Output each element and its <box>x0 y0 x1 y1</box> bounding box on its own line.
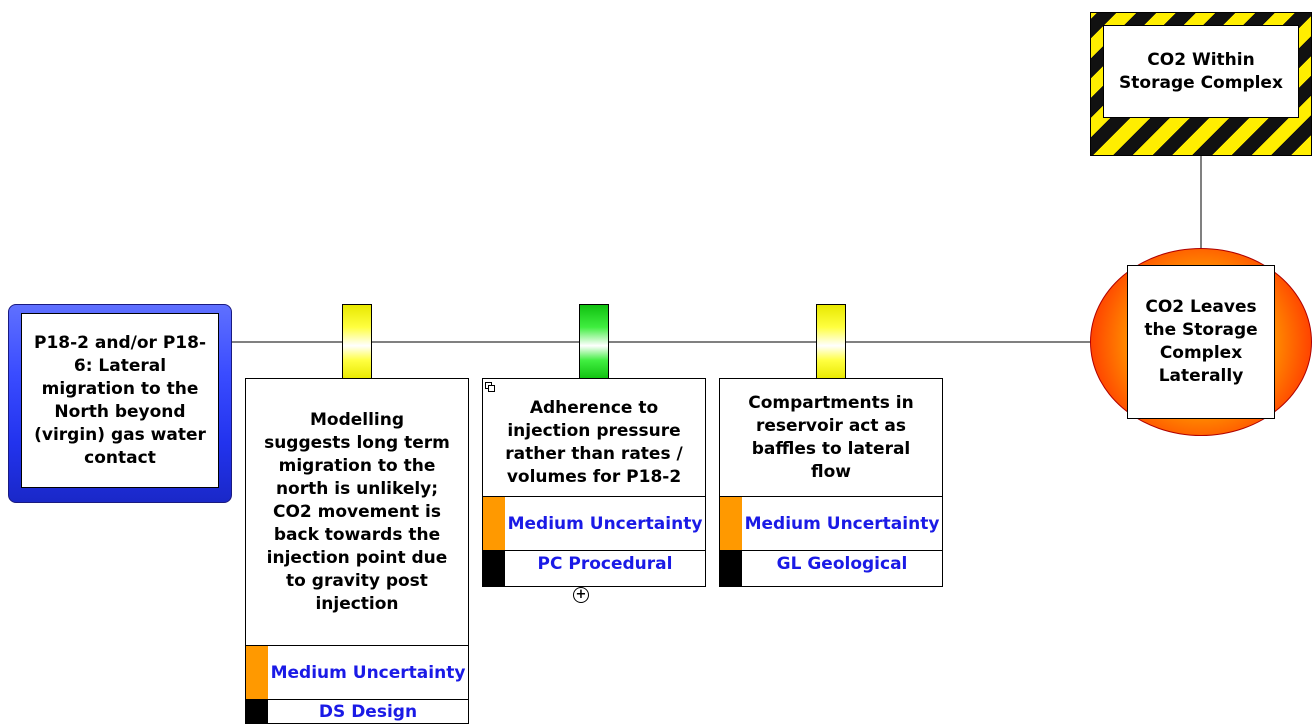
uncertainty-label-1: Medium Uncertainty <box>270 662 466 683</box>
type-label-1: DS Design <box>318 702 418 722</box>
hazard-inner: CO2 Within Storage Complex <box>1103 25 1299 118</box>
top-event-circle[interactable]: CO2 Leaves the Storage Complex Laterally <box>1090 248 1312 436</box>
uncertainty-swatch-3 <box>720 497 742 550</box>
barrier-title-2: Adherence to injection pressure rather t… <box>483 379 705 497</box>
plus-icon[interactable]: + <box>573 587 589 603</box>
barrier-uncertainty-row-1: Medium Uncertainty <box>246 646 468 700</box>
main-connector-line <box>232 341 1092 343</box>
threat-inner: P18-2 and/or P18-6: Lateral migration to… <box>21 313 219 488</box>
barrier-indicator-3 <box>816 304 846 380</box>
uncertainty-label-2: Medium Uncertainty <box>507 513 703 534</box>
barrier-title-3: Compartments in reservoir act as baffles… <box>720 379 942 497</box>
barrier-type-row-3: GL Geological <box>720 551 942 586</box>
threat-box[interactable]: P18-2 and/or P18-6: Lateral migration to… <box>8 304 232 503</box>
threat-label: P18-2 and/or P18-6: Lateral migration to… <box>33 332 207 468</box>
barrier-uncertainty-row-2: Medium Uncertainty <box>483 497 705 551</box>
barrier-type-row-1: DS Design <box>246 700 468 724</box>
expand-icon[interactable] <box>485 382 495 392</box>
type-swatch-1 <box>246 700 268 724</box>
hazard-box[interactable]: CO2 Within Storage Complex <box>1090 12 1312 156</box>
uncertainty-swatch-2 <box>483 497 505 550</box>
uncertainty-swatch-1 <box>246 646 268 699</box>
uncertainty-label-3: Medium Uncertainty <box>744 513 940 534</box>
barrier-indicator-2 <box>579 304 609 380</box>
barrier-label-2: Adherence to injection pressure rather t… <box>505 397 683 487</box>
top-event-inner: CO2 Leaves the Storage Complex Laterally <box>1127 265 1275 419</box>
barrier-card-3[interactable]: Compartments in reservoir act as baffles… <box>719 378 943 587</box>
barrier-card-2[interactable]: Adherence to injection pressure rather t… <box>482 378 706 587</box>
hazard-label: CO2 Within Storage Complex <box>1119 49 1283 93</box>
barrier-uncertainty-row-3: Medium Uncertainty <box>720 497 942 551</box>
type-swatch-3 <box>720 551 742 586</box>
type-label-3: GL Geological <box>776 554 908 574</box>
barrier-title-1: Modelling suggests long term migration t… <box>246 379 468 646</box>
type-label-2: PC Procedural <box>537 554 673 574</box>
hazard-connector-line <box>1200 156 1202 249</box>
barrier-label-1: Modelling suggests long term migration t… <box>264 409 450 614</box>
top-event-label: CO2 Leaves the Storage Complex Laterally <box>1144 297 1258 386</box>
type-swatch-2 <box>483 551 505 586</box>
barrier-card-1[interactable]: Modelling suggests long term migration t… <box>245 378 469 724</box>
barrier-type-row-2: PC Procedural <box>483 551 705 586</box>
barrier-label-3: Compartments in reservoir act as baffles… <box>748 392 914 482</box>
barrier-indicator-1 <box>342 304 372 380</box>
